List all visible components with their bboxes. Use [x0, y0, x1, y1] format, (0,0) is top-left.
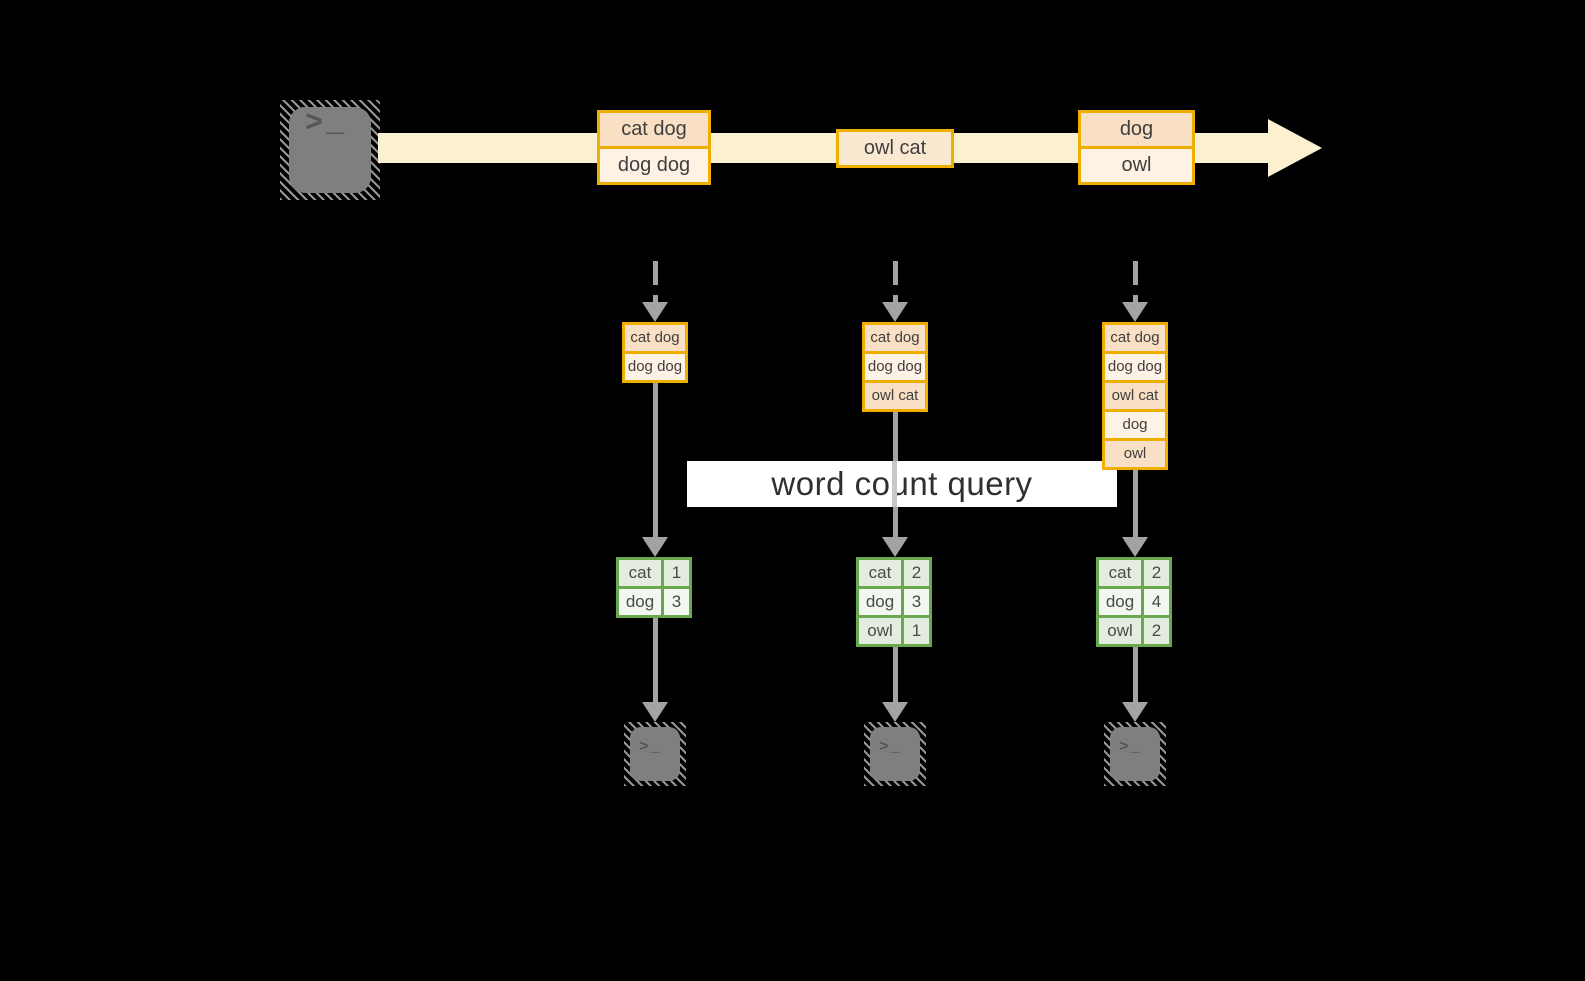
- terminal-screen: >_: [289, 107, 371, 193]
- result-count-cell: 3: [901, 586, 932, 618]
- record-row: dog: [1078, 110, 1195, 149]
- terminal-screen: >_: [870, 727, 920, 781]
- down-arrowhead-icon: [642, 702, 668, 722]
- terminal-screen: >_: [630, 727, 680, 781]
- sink-terminal-icon: >_: [1104, 722, 1166, 786]
- result-word-cell: cat: [616, 557, 664, 589]
- snapshot-row: owl: [1102, 438, 1168, 470]
- down-arrowhead-icon: [1122, 537, 1148, 557]
- dashed-arrowhead-icon: [882, 302, 908, 322]
- dashed-arrow: [893, 261, 898, 303]
- result-word-cell: dog: [1096, 586, 1144, 618]
- result-count-cell: 3: [661, 586, 692, 618]
- snapshot-row: dog dog: [622, 351, 688, 383]
- result-count-cell: 2: [901, 557, 932, 589]
- sink-terminal-icon: >_: [864, 722, 926, 786]
- result-word-cell: owl: [856, 615, 904, 647]
- result-word-cell: dog: [616, 586, 664, 618]
- terminal-prompt-glyph: >_: [879, 738, 903, 756]
- terminal-prompt-glyph: >_: [305, 107, 348, 141]
- result-word-cell: cat: [1096, 557, 1144, 589]
- down-arrow: [1133, 468, 1138, 539]
- result-count-cell: 2: [1141, 557, 1172, 589]
- stream-record-box: owl cat: [836, 129, 954, 168]
- snapshot-row: dog: [1102, 409, 1168, 441]
- terminal-prompt-glyph: >_: [639, 738, 663, 756]
- down-arrow: [653, 616, 658, 702]
- snapshot-row: cat dog: [622, 322, 688, 354]
- dashed-arrowhead-icon: [642, 302, 668, 322]
- snapshot-row: owl cat: [862, 380, 928, 412]
- snapshot-row: dog dog: [862, 351, 928, 383]
- sink-terminal-icon: >_: [624, 722, 686, 786]
- terminal-prompt-glyph: >_: [1119, 738, 1143, 756]
- down-arrow: [1133, 645, 1138, 702]
- dashed-arrow: [653, 261, 658, 303]
- record-row: cat dog: [597, 110, 711, 149]
- record-row: dog dog: [597, 146, 711, 185]
- query-label: word count query: [687, 461, 1117, 507]
- down-arrow: [653, 381, 658, 539]
- source-terminal-icon: >_: [280, 100, 380, 200]
- dashed-arrow: [1133, 261, 1138, 303]
- result-count-cell: 4: [1141, 586, 1172, 618]
- record-row: owl cat: [836, 129, 954, 168]
- result-count-cell: 1: [661, 557, 692, 589]
- snapshot-row: cat dog: [1102, 322, 1168, 354]
- result-word-cell: owl: [1096, 615, 1144, 647]
- down-arrowhead-icon: [882, 702, 908, 722]
- down-arrowhead-icon: [642, 537, 668, 557]
- record-row: owl: [1078, 146, 1195, 185]
- connector-line-through-label: [892, 461, 897, 507]
- stream-arrowhead-icon: [1268, 119, 1322, 177]
- result-count-cell: 2: [1141, 615, 1172, 647]
- dashed-arrowhead-icon: [1122, 302, 1148, 322]
- result-word-cell: cat: [856, 557, 904, 589]
- snapshot-row: cat dog: [862, 322, 928, 354]
- result-word-cell: dog: [856, 586, 904, 618]
- snapshot-row: dog dog: [1102, 351, 1168, 383]
- down-arrowhead-icon: [1122, 702, 1148, 722]
- down-arrowhead-icon: [882, 537, 908, 557]
- down-arrow: [893, 645, 898, 702]
- terminal-screen: >_: [1110, 727, 1160, 781]
- snapshot-row: owl cat: [1102, 380, 1168, 412]
- result-count-cell: 1: [901, 615, 932, 647]
